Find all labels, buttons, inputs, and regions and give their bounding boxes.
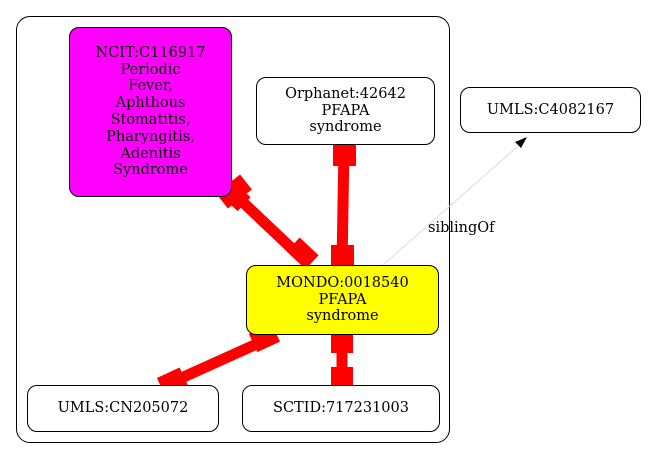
equivalence-cluster <box>16 16 450 443</box>
edge-label-siblingof: siblingOf <box>428 220 495 236</box>
node-umls-cn205072[interactable]: UMLS:CN205072 <box>27 385 219 432</box>
edge-orphanet-mondo <box>331 142 356 267</box>
edge-ncit-mondo-tee-end <box>286 237 319 270</box>
edge-orphanet-mondo-tee-start <box>333 142 356 166</box>
edge-mondo-sctid <box>331 333 353 387</box>
edge-mondo-sctid-tee-start <box>331 333 353 353</box>
node-mondo-0018540[interactable]: MONDO:0018540 PFAPA syndrome <box>246 265 439 335</box>
edge-orphanet-mondo-tee-end <box>331 245 354 267</box>
edge-sibling-arrowhead <box>515 137 527 148</box>
node-sctid-717231003[interactable]: SCTID:717231003 <box>242 385 440 432</box>
edge-ncit-mondo <box>216 174 319 270</box>
node-umls-c4082167[interactable]: UMLS:C4082167 <box>460 87 641 133</box>
edge-mondo-umlsc4-sibling <box>382 137 527 266</box>
node-orphanet-42642[interactable]: Orphanet:42642 PFAPA syndrome <box>256 77 435 145</box>
edge-mondo-sctid-tee-end <box>331 367 353 387</box>
node-ncit-c116917[interactable]: NCIT:C116917 Periodic Fever, Aphthous St… <box>69 27 232 197</box>
